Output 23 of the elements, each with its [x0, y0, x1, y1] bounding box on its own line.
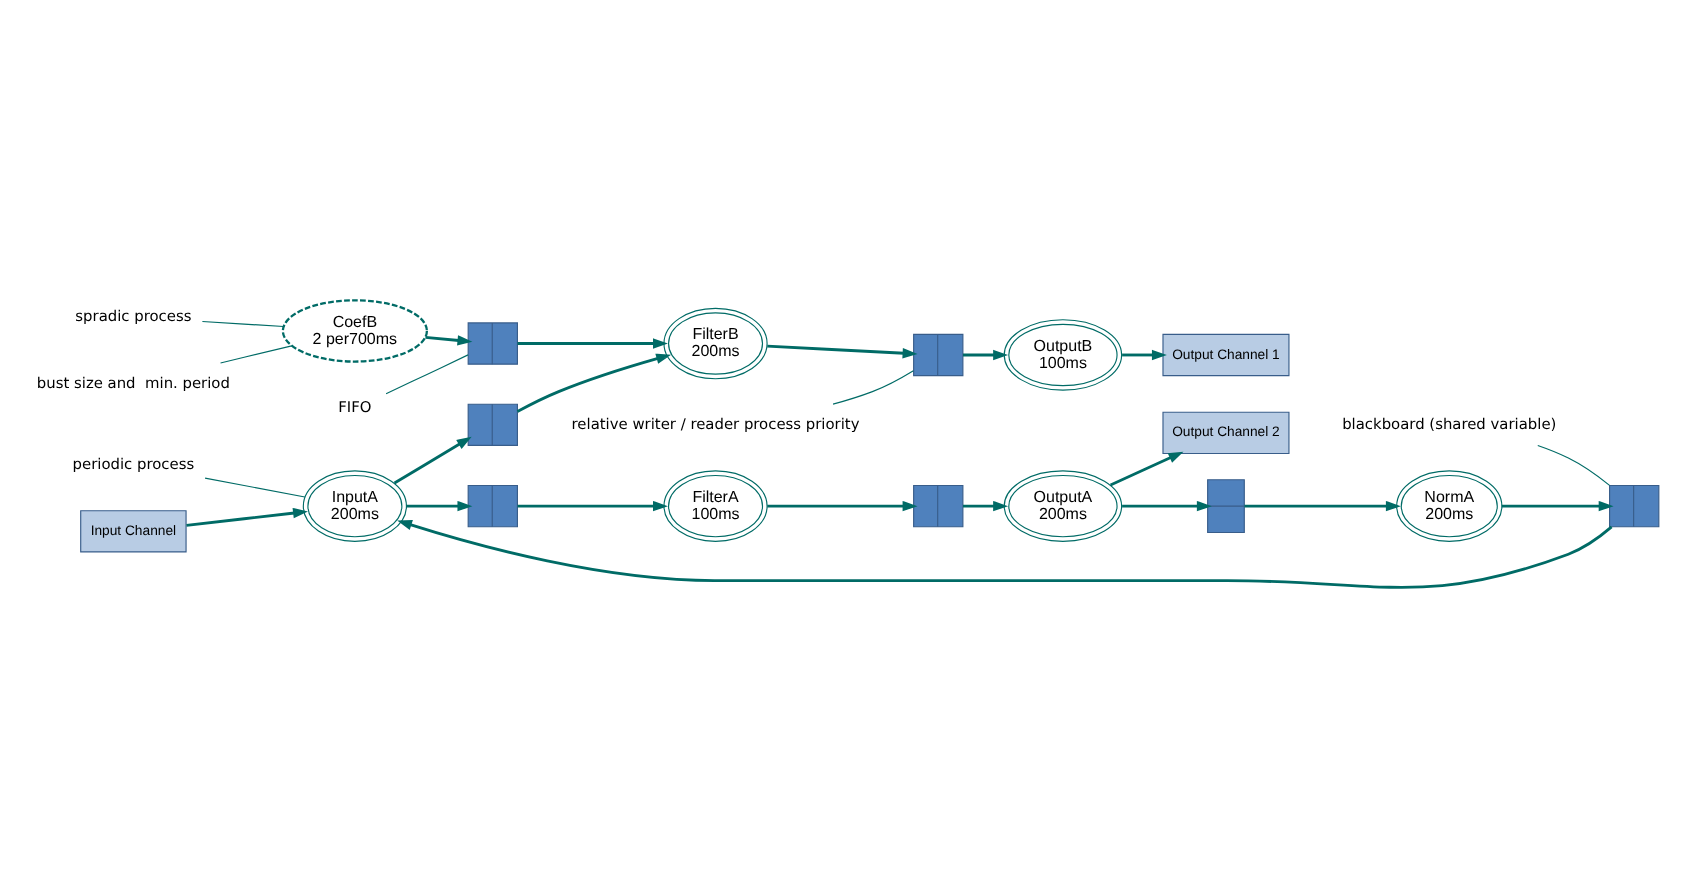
arrow — [393, 435, 472, 484]
arrow — [1244, 499, 1401, 511]
arrow — [186, 506, 308, 526]
arrow — [963, 499, 1009, 511]
arrow — [1122, 348, 1167, 360]
connector — [219, 344, 293, 363]
connector — [385, 353, 469, 394]
connector — [1537, 443, 1611, 485]
arrow — [425, 334, 473, 345]
arrow — [767, 499, 918, 511]
arrow — [1109, 450, 1184, 486]
arrow — [397, 519, 1613, 588]
arrow — [517, 499, 668, 511]
arrow — [517, 337, 668, 348]
arrow — [767, 343, 918, 358]
connector — [204, 476, 306, 497]
arrow — [516, 352, 672, 412]
arrow — [406, 499, 473, 511]
connector — [832, 369, 914, 404]
connector — [201, 319, 285, 327]
arrow — [963, 348, 1009, 360]
arrow — [1501, 499, 1614, 511]
arrow — [1122, 499, 1212, 511]
